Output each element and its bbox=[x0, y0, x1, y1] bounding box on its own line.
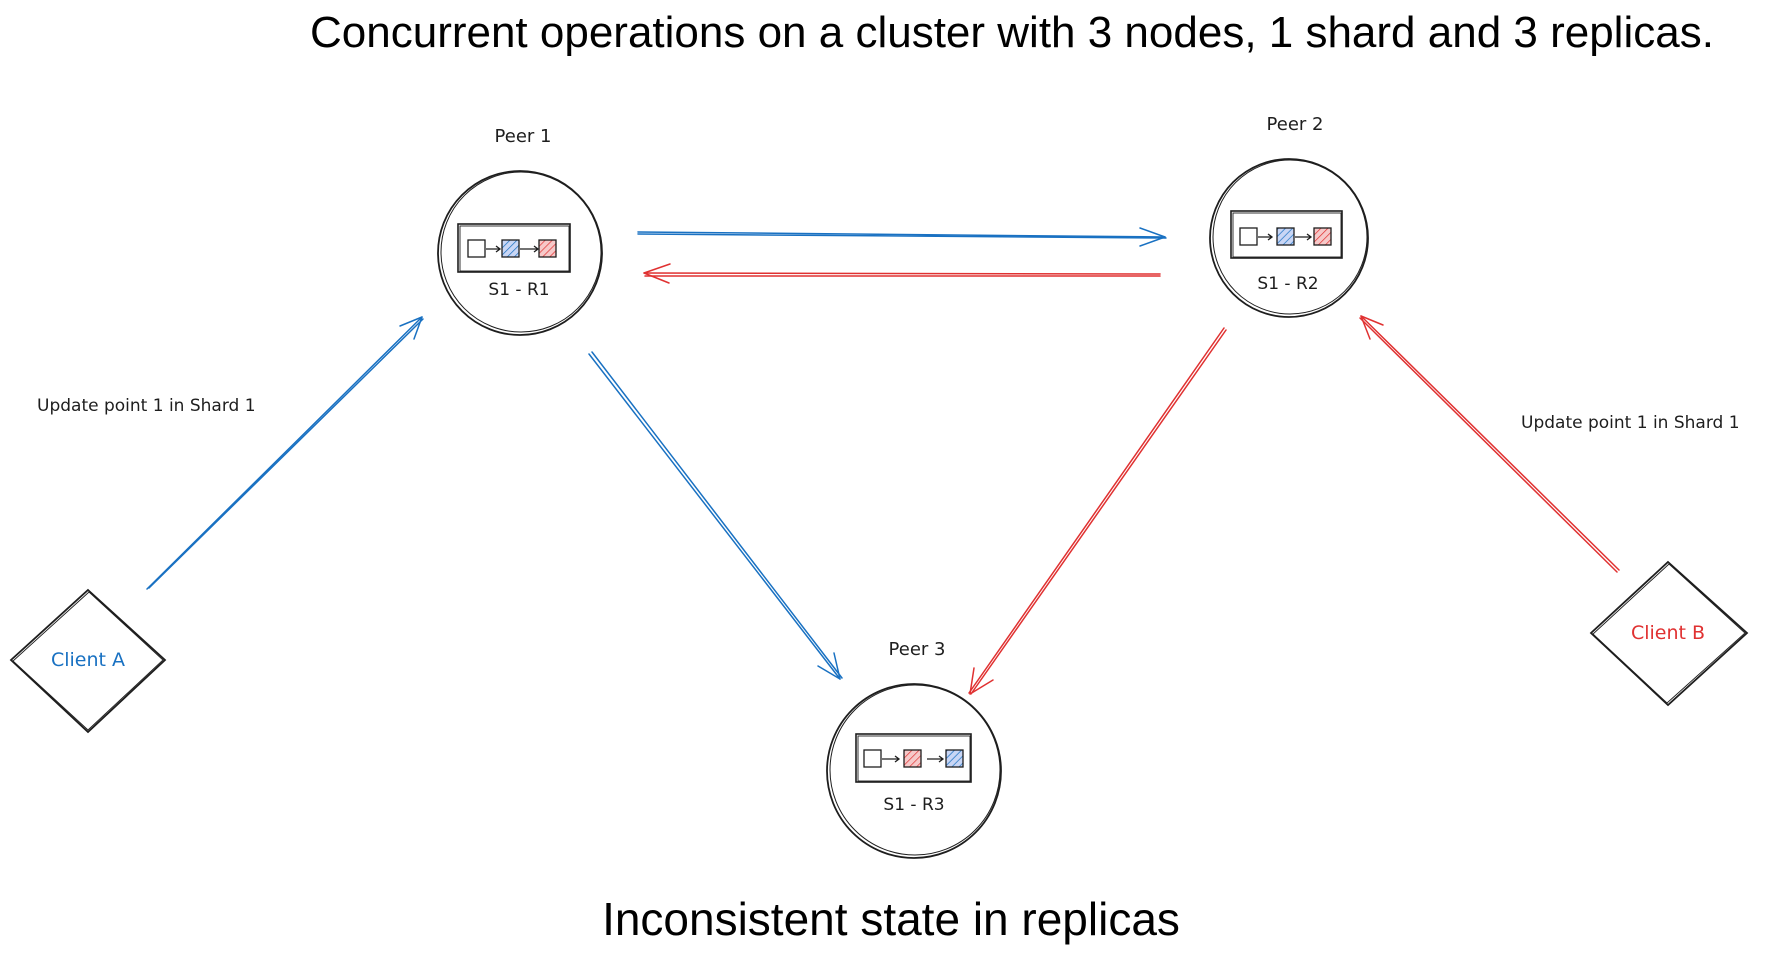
version-arrow bbox=[1258, 233, 1274, 241]
replica-label: S1 - R1 bbox=[488, 280, 549, 300]
replica-label: S1 - R2 bbox=[1257, 274, 1318, 294]
client-diamond-sketch bbox=[12, 591, 164, 731]
version-arrow bbox=[927, 755, 945, 763]
version-red-square bbox=[903, 749, 922, 768]
peer-3-node[interactable]: Peer 3 S1 - R3 bbox=[826, 639, 1002, 859]
client-diamond bbox=[9, 588, 167, 734]
peer-circle-sketch bbox=[1212, 159, 1368, 315]
replica-box-sketch bbox=[1232, 212, 1342, 258]
peer-circle bbox=[826, 683, 1002, 859]
version-arrow bbox=[486, 245, 502, 253]
replica-label: S1 - R3 bbox=[883, 795, 944, 815]
client-diamond bbox=[1589, 560, 1749, 707]
client-b-action-label: Update point 1 in Shard 1 bbox=[1521, 413, 1740, 433]
arrow-peer-2-to-peer-1 bbox=[643, 263, 1161, 284]
peer-label: Peer 3 bbox=[889, 639, 946, 660]
version-empty-square bbox=[1239, 227, 1258, 246]
diagram-title: Concurrent operations on a cluster with … bbox=[310, 8, 1714, 57]
version-arrow bbox=[1295, 233, 1313, 241]
arrow-peer-2-to-peer-3 bbox=[968, 327, 1227, 695]
version-blue-square bbox=[501, 239, 520, 258]
replica-box-sketch bbox=[857, 735, 971, 782]
arrow-client-a-to-peer-1 bbox=[146, 316, 424, 590]
version-arrow bbox=[520, 245, 540, 253]
peer-circle-sketch bbox=[440, 171, 602, 333]
client-diamond-sketch bbox=[1592, 563, 1746, 704]
arrow-peer-1-to-peer-3 bbox=[588, 351, 843, 680]
client-b-node[interactable]: Client B bbox=[1589, 560, 1749, 707]
version-blue-square bbox=[945, 749, 964, 768]
arrow-peer-1-to-peer-2 bbox=[637, 227, 1167, 247]
peer-label: Peer 1 bbox=[495, 126, 552, 147]
client-a-node[interactable]: Client A bbox=[9, 588, 167, 734]
peer-circle bbox=[1209, 158, 1369, 318]
diagram-footer: Inconsistent state in replicas bbox=[602, 893, 1180, 945]
version-blue-square bbox=[1276, 227, 1295, 246]
peer-label: Peer 2 bbox=[1267, 114, 1324, 135]
peer-2-node[interactable]: Peer 2 S1 - R2 bbox=[1209, 114, 1369, 318]
arrow-client-b-to-peer-2 bbox=[1359, 315, 1620, 573]
replica-box-sketch bbox=[459, 225, 570, 272]
client-a-action-label: Update point 1 in Shard 1 bbox=[37, 396, 256, 416]
peer-circle bbox=[437, 170, 603, 336]
replica-box bbox=[457, 223, 571, 273]
replica-box bbox=[1230, 210, 1343, 259]
replica-box bbox=[855, 733, 972, 783]
version-red-square bbox=[1313, 227, 1332, 246]
peer-1-node[interactable]: Peer 1 S1 - R1 bbox=[437, 126, 603, 336]
client-label: Client B bbox=[1631, 622, 1705, 644]
version-empty-square bbox=[863, 749, 882, 768]
version-empty-square bbox=[467, 239, 486, 258]
version-red-square bbox=[538, 239, 557, 258]
version-arrow bbox=[882, 755, 901, 763]
peer-circle-sketch bbox=[829, 684, 1001, 856]
client-label: Client A bbox=[51, 649, 125, 671]
